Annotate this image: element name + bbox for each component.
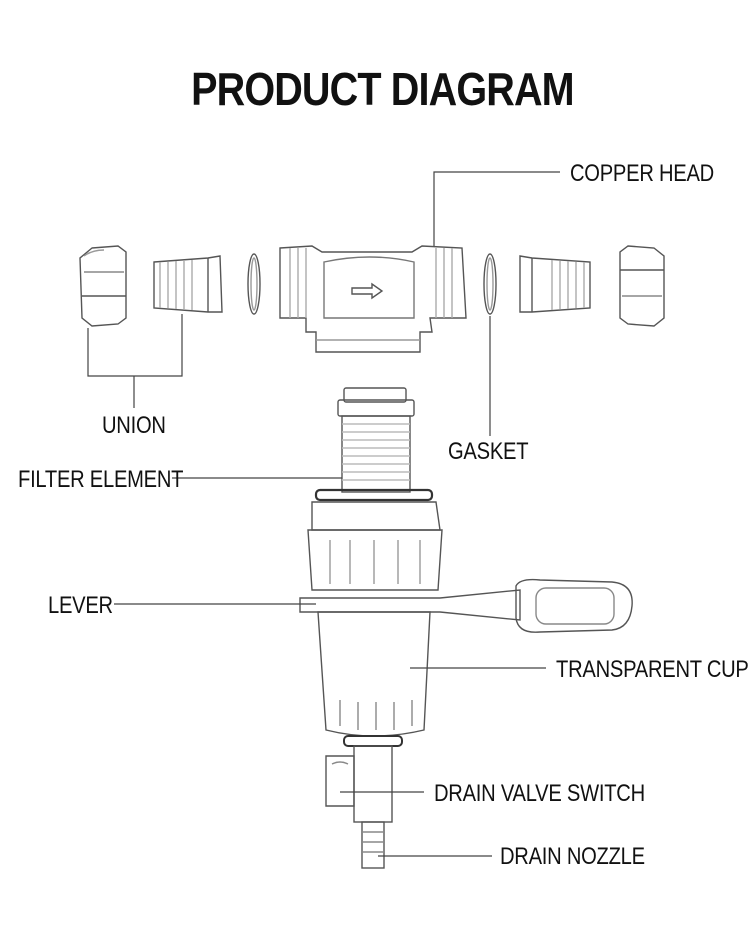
right-union-tail — [519, 255, 591, 313]
leader-lines — [87, 171, 560, 857]
filter-housing — [307, 501, 443, 591]
leader-union — [87, 314, 183, 377]
transparent-cup — [317, 611, 431, 737]
left-gasket — [247, 253, 261, 315]
left-union-tail — [153, 255, 223, 313]
right-gasket — [483, 253, 497, 315]
leader-copper-head — [433, 171, 560, 246]
filter-element — [337, 387, 415, 493]
label-drain-valve-switch: DRAIN VALVE SWITCH — [434, 780, 645, 807]
drain-valve — [325, 745, 393, 823]
right-union-nut — [619, 245, 665, 327]
label-copper-head: COPPER HEAD — [570, 160, 714, 187]
label-drain-nozzle: DRAIN NOZZLE — [500, 843, 645, 870]
drain-nozzle — [361, 821, 385, 869]
label-filter-element: FILTER ELEMENT — [18, 466, 184, 493]
label-gasket: GASKET — [448, 438, 529, 465]
page-title: PRODUCT DIAGRAM — [191, 63, 575, 115]
left-union-nut — [79, 245, 127, 327]
label-union: UNION — [102, 412, 166, 439]
label-lever: LEVER — [48, 592, 113, 619]
copper-head-body — [279, 245, 467, 353]
label-transparent-cup: TRANSPARENT CUP — [556, 656, 749, 683]
lever — [299, 578, 633, 633]
